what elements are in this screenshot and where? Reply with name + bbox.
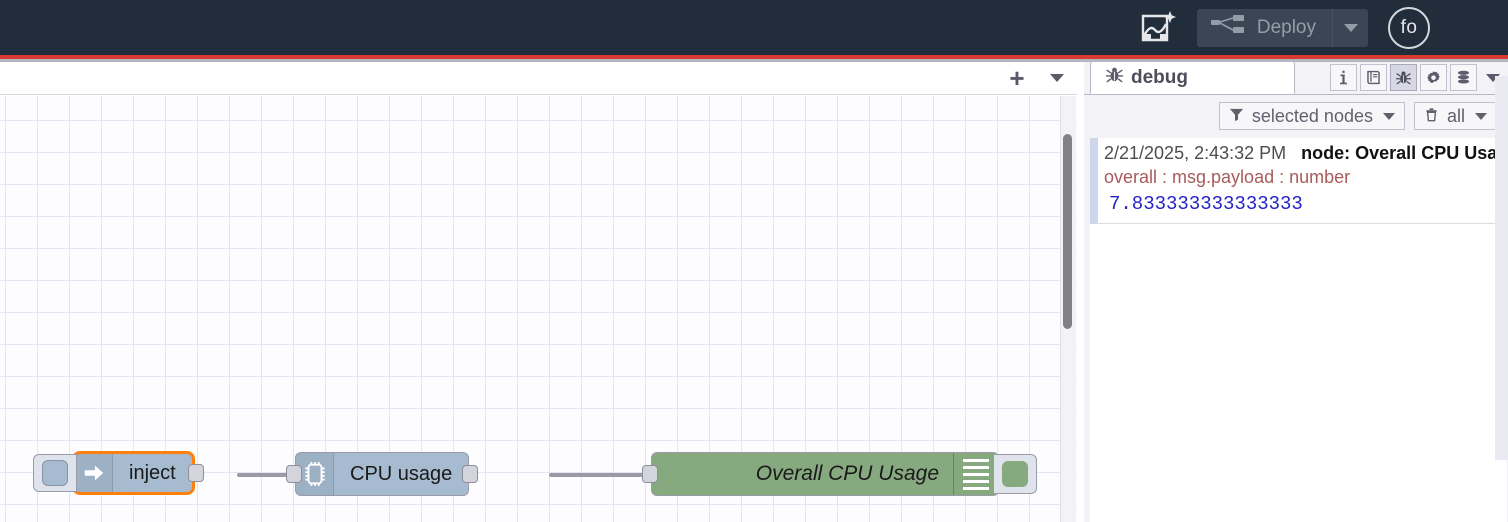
sidebar-panel: debug <box>1084 61 1508 522</box>
clear-messages-button[interactable]: all <box>1413 102 1497 130</box>
flow-sparkle-icon[interactable] <box>1135 5 1181 51</box>
debug-message-topic: overall : msg.payload : number <box>1104 167 1351 187</box>
flow-node-cpu-usage[interactable]: CPU usage <box>286 452 479 496</box>
header-divider-line <box>0 59 1508 62</box>
inject-trigger-square <box>42 460 68 486</box>
wire-inject-to-cpu <box>237 473 299 477</box>
sidebar-more-menu-button[interactable] <box>1480 64 1506 91</box>
chevron-down-icon <box>1486 73 1500 82</box>
chevron-down-icon <box>1050 74 1064 82</box>
flow-node-inject[interactable]: inject <box>33 451 204 495</box>
debug-message-item[interactable]: 2/21/2025, 2:43:32 PM node: Overall CPU … <box>1090 138 1507 224</box>
trash-icon <box>1424 106 1439 127</box>
sidebar-tabrow: debug <box>1084 61 1508 95</box>
deploy-options-button[interactable] <box>1332 8 1368 47</box>
debug-node-body[interactable]: Overall CPU Usage <box>651 452 999 496</box>
inject-node-body[interactable]: inject <box>72 451 195 495</box>
flow-tabbar: + <box>0 62 1077 95</box>
filter-selected-nodes-label: selected nodes <box>1251 105 1373 126</box>
debug-message-timestamp: 2/21/2025, 2:43:32 PM <box>1104 143 1287 163</box>
add-flow-button[interactable]: + <box>1009 63 1025 93</box>
config-gear-icon[interactable] <box>1420 64 1447 91</box>
deploy-label: Deploy <box>1256 16 1316 38</box>
cpu-node-label: CPU usage <box>350 462 453 485</box>
debug-filter-row: selected nodes all <box>1084 96 1508 136</box>
inject-output-port[interactable] <box>187 464 204 482</box>
chevron-down-icon <box>1343 23 1358 32</box>
app-header: Deploy fo <box>0 0 1508 55</box>
chevron-down-icon <box>1382 112 1395 120</box>
cpu-output-port[interactable] <box>462 465 479 483</box>
flow-node-overall-cpu-usage[interactable]: Overall CPU Usage <box>642 452 1037 496</box>
bug-icon <box>1105 65 1124 90</box>
debug-enable-square <box>1002 461 1028 487</box>
chevron-down-icon <box>1475 112 1487 120</box>
tab-debug[interactable]: debug <box>1090 61 1295 94</box>
flow-canvas[interactable]: inject CPU usage <box>0 96 1077 522</box>
debug-message-list[interactable]: 2/21/2025, 2:43:32 PM node: Overall CPU … <box>1090 138 1507 522</box>
arrow-right-icon <box>75 454 113 492</box>
microchip-icon <box>296 453 334 495</box>
debug-enable-button[interactable] <box>993 454 1037 494</box>
cpu-input-port[interactable] <box>286 465 302 483</box>
sidebar-right-edge <box>1495 76 1508 460</box>
context-data-icon[interactable] <box>1450 64 1477 91</box>
debug-message-value: 7.833333333333333 <box>1109 193 1303 215</box>
flow-list-menu-button[interactable] <box>1037 62 1077 95</box>
inject-trigger-button[interactable] <box>33 454 77 492</box>
tab-debug-label: debug <box>1131 66 1188 88</box>
filter-icon <box>1229 106 1244 127</box>
debug-message-source-node: node: Overall CPU Usage <box>1301 143 1507 163</box>
cpu-node-body[interactable]: CPU usage <box>295 452 470 496</box>
flow-workspace: + inject <box>0 62 1077 522</box>
debug-lines-icon <box>953 453 998 495</box>
inject-node-label: inject <box>129 461 176 484</box>
help-book-icon[interactable] <box>1360 64 1387 91</box>
clear-messages-label: all <box>1446 105 1465 126</box>
debug-node-label: Overall CPU Usage <box>755 462 939 485</box>
avatar-initials: fo <box>1400 16 1418 38</box>
sidebar-tool-buttons <box>1330 64 1506 91</box>
deploy-button-group[interactable]: Deploy <box>1196 8 1368 47</box>
debug-message-header: 2/21/2025, 2:43:32 PM node: Overall CPU … <box>1104 143 1507 164</box>
avatar[interactable]: fo <box>1388 6 1430 49</box>
hamburger-menu-icon[interactable] <box>1452 16 1486 40</box>
deploy-button[interactable]: Deploy <box>1197 9 1332 47</box>
header-accent-line <box>0 55 1508 59</box>
info-icon[interactable] <box>1330 64 1357 91</box>
deploy-icon <box>1210 14 1245 42</box>
debug-bug-icon[interactable] <box>1390 64 1417 91</box>
debug-input-port[interactable] <box>642 465 658 483</box>
canvas-scrollbar-thumb[interactable] <box>1063 134 1072 329</box>
wire-cpu-to-debug <box>549 473 654 477</box>
filter-selected-nodes-button[interactable]: selected nodes <box>1218 102 1405 130</box>
